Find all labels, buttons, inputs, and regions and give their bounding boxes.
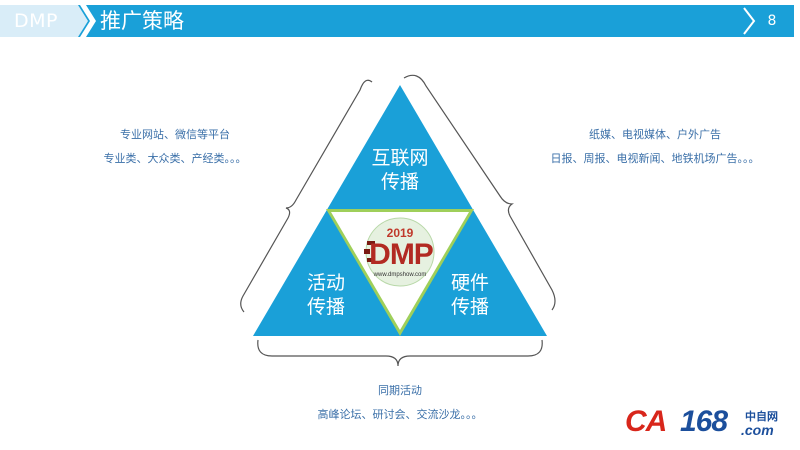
event-label-line2: 传播 bbox=[306, 296, 345, 318]
bottom-note-line2: 高峰论坛、研讨会、交流沙龙。。。 bbox=[317, 408, 483, 421]
internet-label-line2: 传播 bbox=[380, 171, 419, 193]
internet-label: 互联网 传播 bbox=[355, 146, 445, 194]
event-label: 活动 传播 bbox=[281, 271, 371, 319]
left-note-line1: 专业网站、微信等平台 bbox=[120, 128, 230, 141]
dmp-logo: DMP bbox=[369, 238, 434, 271]
chevron-right-icon bbox=[743, 7, 756, 35]
event-label-line1: 活动 bbox=[306, 272, 345, 294]
right-brace bbox=[403, 74, 556, 311]
bottom-note: 同期活动 高峰论坛、研讨会、交流沙龙。。。 bbox=[290, 384, 510, 422]
bottom-note-line1: 同期活动 bbox=[378, 384, 422, 397]
watermark-com: .com bbox=[741, 422, 774, 438]
page-title: 推广策略 bbox=[100, 9, 184, 33]
watermark-number: 168 bbox=[680, 405, 728, 438]
right-note: 纸媒、电视媒体、户外广告 日报、周报、电视新闻、地铁机场广告。。。 bbox=[530, 128, 780, 166]
right-note-line1: 纸媒、电视媒体、户外广告 bbox=[589, 128, 721, 141]
right-note-line2: 日报、周报、电视新闻、地铁机场广告。。。 bbox=[550, 152, 760, 165]
hardware-label-line2: 传播 bbox=[450, 296, 489, 318]
watermark-cn: 中自网 bbox=[745, 410, 778, 423]
bottom-brace bbox=[257, 339, 543, 367]
logo-year: 2019 bbox=[386, 226, 414, 240]
left-note: 专业网站、微信等平台 专业类、大众类、产经类。。。 bbox=[95, 128, 255, 166]
section-tag-label: DMP bbox=[14, 10, 58, 32]
page-number: 8 bbox=[767, 13, 777, 29]
internet-label-line1: 互联网 bbox=[371, 147, 429, 169]
header-background bbox=[60, 5, 794, 37]
gear-icon bbox=[364, 241, 375, 262]
watermark-ca: CA bbox=[625, 405, 667, 438]
hardware-label-line1: 硬件 bbox=[450, 272, 489, 294]
left-note-line2: 专业类、大众类、产经类。。。 bbox=[103, 152, 247, 165]
header-bar: DMP 推广策略 8 bbox=[0, 0, 800, 40]
section-tag bbox=[0, 5, 88, 37]
logo-url: www.dmpshow.com bbox=[373, 272, 427, 278]
left-brace bbox=[240, 79, 373, 313]
logo-globe bbox=[366, 218, 434, 286]
hardware-label: 硬件 传播 bbox=[425, 271, 515, 319]
